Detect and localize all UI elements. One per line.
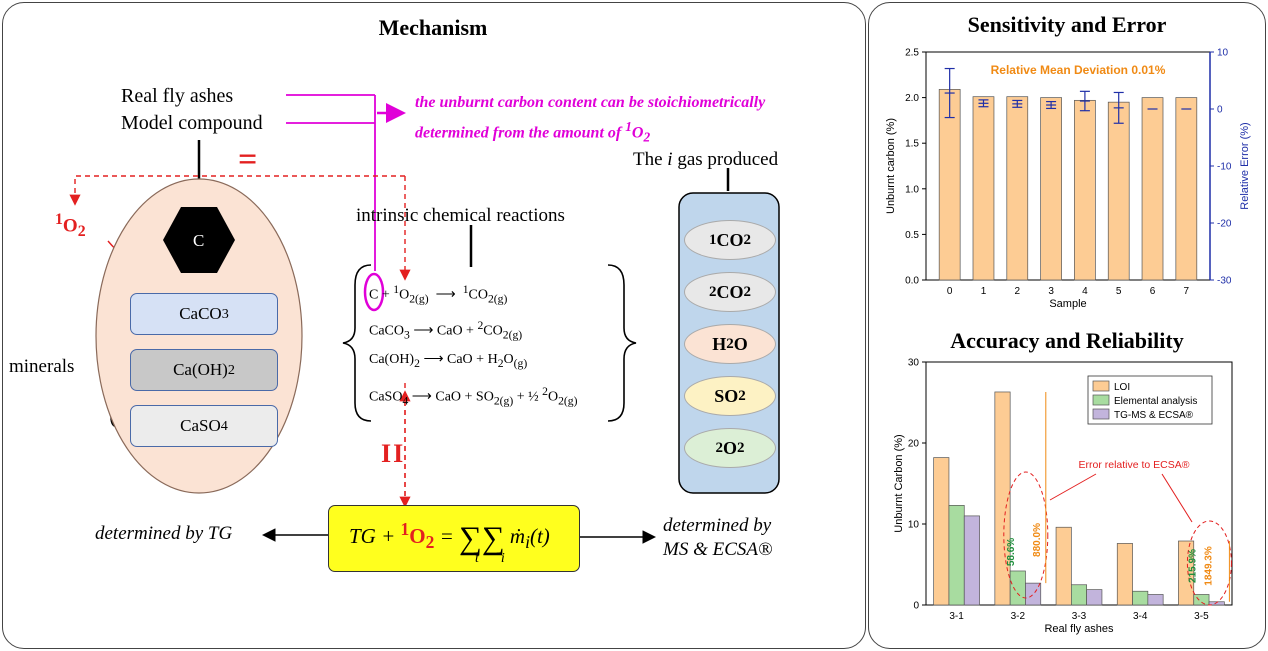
gas-title: The i gas produced xyxy=(633,149,779,170)
reaction-caoh2: Ca(OH)2 ⟶ CaO + H2O(g) xyxy=(369,352,528,370)
carbon-hexagon xyxy=(163,207,235,273)
tg-equation-box xyxy=(328,505,580,572)
mineral-caoh2: Ca(OH)2 xyxy=(130,349,278,391)
stoichiometry-note-line-2: determined from the amount of 1O2 xyxy=(415,119,651,145)
mechanism-title: Mechanism xyxy=(378,15,488,40)
reaction-caco3: CaCO3 ⟶ CaO + 2CO2(g) xyxy=(369,319,523,342)
determined-by-tg: determined by TG xyxy=(95,523,233,544)
tg-sum-index: ti xyxy=(475,551,527,566)
reactions-title: intrinsic chemical reactions xyxy=(356,205,565,226)
real-fly-ashes-label: Real fly ashes xyxy=(121,85,234,107)
determined-by-ms-line-2: MS & ECSA® xyxy=(663,539,773,560)
charts-panel xyxy=(868,2,1266,649)
stoichiometry-note-line-1: the unburnt carbon content can be stoich… xyxy=(415,94,766,111)
minerals-label: minerals xyxy=(9,356,75,377)
stoichiometry-note: the unburnt carbon content can be stoich… xyxy=(415,91,765,150)
carbon-label: C xyxy=(193,231,205,250)
top-chart-title: Sensitivity and Error xyxy=(967,12,1167,37)
determined-by-ms-line-1: determined by xyxy=(663,515,772,536)
determined-by-ms: determined by MS & ECSA® xyxy=(663,514,772,562)
tg-equation: TG + 1O2 = ∑∑ ṁi(t) xyxy=(349,519,550,556)
reaction-caso4: CaSO4 ⟶ CaO + SO2(g) + ½ 2O2(g) xyxy=(369,385,578,408)
parallel-sign: II xyxy=(381,439,406,468)
model-compound-label: Model compound xyxy=(121,112,263,134)
stoichiometry-note-text: determined from the amount of xyxy=(415,124,622,142)
mechanism-panel: Mechanism Real fly ashes Model compound … xyxy=(2,2,866,649)
singlet-oxygen-label: 1O2 xyxy=(55,211,86,241)
equals-sign: = xyxy=(238,141,258,178)
reaction-carbon: C + 1O2(g) ⟶ 1CO2(g) xyxy=(369,283,508,306)
bottom-chart-title: Accuracy and Reliability xyxy=(950,328,1184,353)
